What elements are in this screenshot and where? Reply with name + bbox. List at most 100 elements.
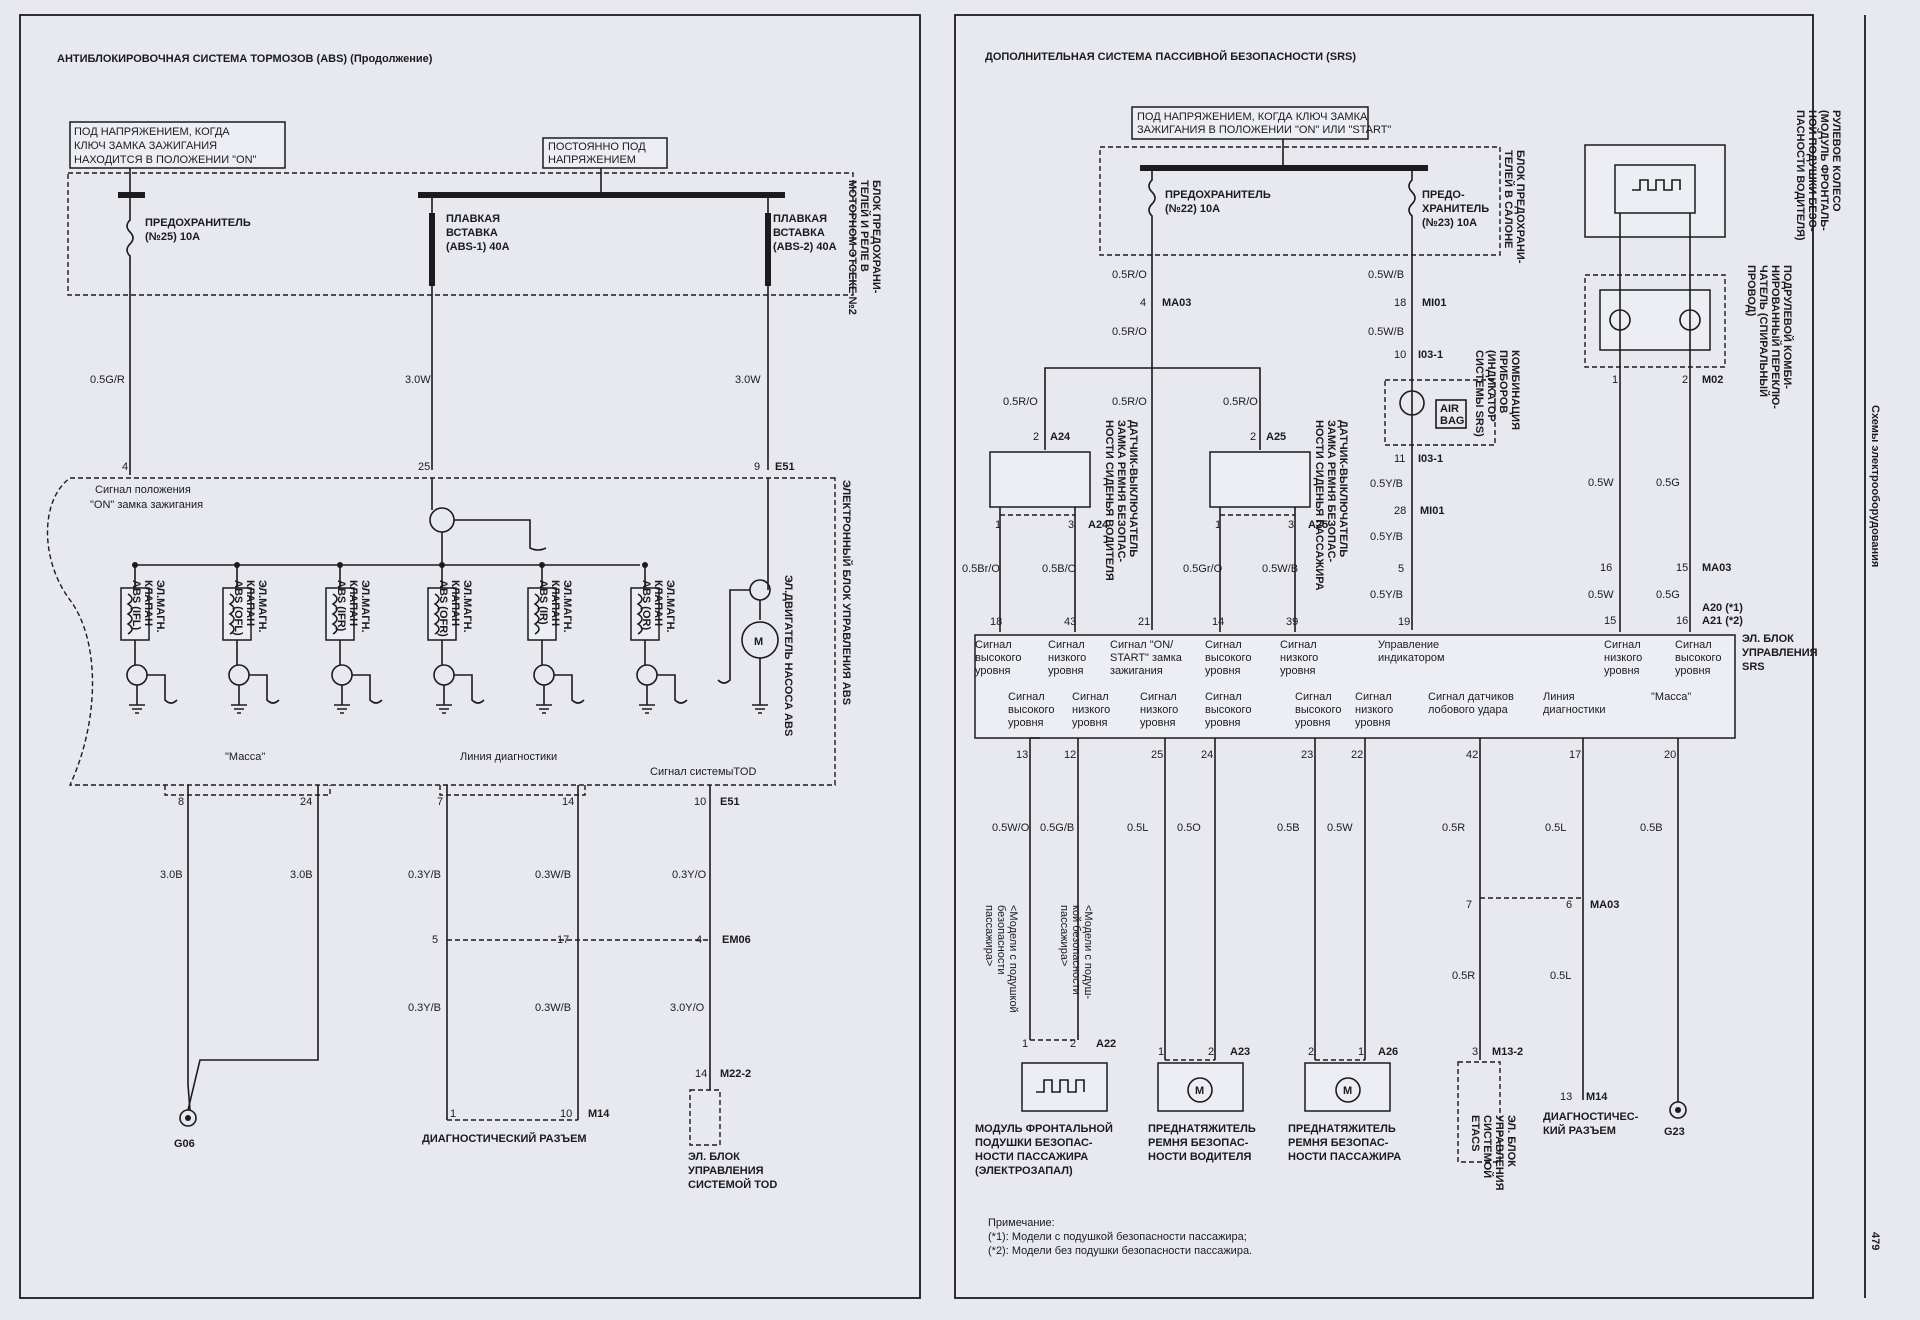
- conn-a20: A20 (*1): [1702, 602, 1743, 614]
- srs-top-signal-label: START" замка: [1110, 652, 1183, 664]
- conn-ma03-b: MA03: [1590, 899, 1619, 911]
- pin-39: 39: [1286, 616, 1298, 628]
- svg-text:БЛОК ПРЕДОХРАНИ-: БЛОК ПРЕДОХРАНИ-: [1514, 150, 1526, 264]
- wire-0.3wb-b: 0.3W/B: [535, 1002, 571, 1014]
- ma03-pin-15: 15: [1676, 562, 1688, 574]
- cl-pin-11: 11: [1394, 453, 1405, 465]
- srs-top-signal-label: уровня: [975, 665, 1011, 677]
- srs-bottom-signal-label: "Масса": [1651, 691, 1691, 703]
- ign-note-line-2: КЛЮЧ ЗАМКА ЗАЖИГАНИЯ: [74, 140, 217, 152]
- cluster-pin-10: 10: [1394, 349, 1406, 361]
- tod-signal-label: Сигнал системыTOD: [650, 766, 756, 778]
- srs-bottom-signal-label: высокого: [1008, 704, 1054, 716]
- srs-top-signal-label: Сигнал: [975, 639, 1012, 651]
- srs-bottom-signal-label: уровня: [1008, 717, 1044, 729]
- ma03-pin-16: 16: [1600, 562, 1612, 574]
- abs-ecu-boundary: [46, 477, 836, 786]
- valve-label: КЛАПАН: [347, 580, 359, 626]
- srs-top-signal-label: уровня: [1675, 665, 1711, 677]
- a24-conn: A24: [1050, 431, 1071, 443]
- srs-bottom-signal-label: Сигнал: [1008, 691, 1045, 703]
- wire-pin24: [187, 785, 319, 1111]
- pin-14r: 14: [1212, 616, 1224, 628]
- const-note-line-1: ПОСТОЯННО ПОД: [548, 141, 646, 153]
- section-title: Схемы электрооборудования: [1869, 405, 1881, 567]
- svg-text:ПРОВОД): ПРОВОД): [1745, 265, 1757, 317]
- ign-note-line-3: НАХОДИТСЯ В ПОЛОЖЕНИИ "ON": [74, 154, 257, 166]
- fuse22-label-1: ПРЕДОХРАНИТЕЛЬ: [1165, 189, 1271, 201]
- conn-e51-b: E51: [720, 796, 740, 808]
- srs-top-signal-label: уровня: [1048, 665, 1084, 677]
- srs-bottom-pin: 17: [1569, 749, 1581, 761]
- valve-label: ЭЛ.МАГН.: [359, 580, 371, 633]
- svg-text:(ИНДИКАТОР: (ИНДИКАТОР: [1485, 350, 1497, 422]
- pin-9: 9: [754, 461, 760, 473]
- wire-3.0b-b: 3.0B: [290, 869, 313, 881]
- fuse-25-label-2: (№25) 10A: [145, 231, 200, 243]
- pin-21: 21: [1138, 616, 1150, 628]
- pin-17: 17: [557, 934, 569, 946]
- svg-text:ПРИБОРОВ: ПРИБОРОВ: [1497, 350, 1509, 413]
- srs-bottom-signal-label: Сигнал: [1295, 691, 1332, 703]
- module-label-1: МОДУЛЬ ФРОНТАЛЬНОЙ: [975, 1122, 1113, 1135]
- svg-text:пассажира>: пассажира>: [983, 905, 995, 966]
- a25-pin-2: 2: [1250, 431, 1256, 443]
- g23-label: G23: [1664, 1126, 1685, 1138]
- pin-7r: 7: [1466, 899, 1472, 911]
- a24-wire-top: 0.5R/O: [1003, 396, 1038, 408]
- srs-pin-4: 4: [1140, 297, 1146, 309]
- pre-pas-label-3: НОСТИ ПАССАЖИРА: [1288, 1151, 1401, 1163]
- svg-text:ЗАМКА РЕМНЯ БЕЗОПАС-: ЗАМКА РЕМНЯ БЕЗОПАС-: [1115, 420, 1127, 563]
- conn-m14-r: M14: [1586, 1091, 1608, 1103]
- svg-text:НИРОВАННЫЙ ПЕРЕКЛЮ-: НИРОВАННЫЙ ПЕРЕКЛЮ-: [1769, 265, 1782, 409]
- steering-wheel-label: РУЛЕВОЕ КОЛЕСО (МОДУЛЬ ФРОНТАЛЬ- НОЙ ПОД…: [1794, 110, 1842, 241]
- pre-drv-label-2: РЕМНЯ БЕЗОПАС-: [1148, 1137, 1249, 1149]
- sw-wire-g2: 0.5G: [1656, 589, 1680, 601]
- g06-label: G06: [174, 1138, 195, 1150]
- srs-unit-2: УПРАВЛЕНИЯ: [1742, 647, 1818, 659]
- pump-motor: M: [717, 478, 779, 714]
- pin-43: 43: [1064, 616, 1076, 628]
- srs-bottom-pin: 13: [1016, 749, 1028, 761]
- svg-text:ЗАМКА РЕМНЯ БЕЗОПАС-: ЗАМКА РЕМНЯ БЕЗОПАС-: [1325, 420, 1337, 563]
- fuse-22: [1148, 168, 1156, 365]
- srs-unit-1: ЭЛ. БЛОК: [1742, 633, 1794, 645]
- svg-text:Схемы электрооборудования: Схемы электрооборудования: [1869, 405, 1881, 567]
- abs1-label-2: ВСТАВКА: [446, 227, 498, 239]
- srs-bottom-signal-label: диагностики: [1543, 704, 1606, 716]
- diag-connector: [439, 785, 586, 796]
- fuse23-label-2: ХРАНИТЕЛЬ: [1422, 203, 1489, 215]
- interior-fuse-block: [1099, 146, 1501, 256]
- fusible-link-abs1: ПЛАВКАЯ ВСТАВКА (ABS-1) 40A: [429, 195, 510, 470]
- wire-0.3yb-b: 0.3Y/B: [408, 1002, 441, 1014]
- note-title: Примечание:: [988, 1217, 1055, 1229]
- pin-7: 7: [437, 796, 443, 808]
- a24-wire-bo: 0.5B/O: [1042, 563, 1077, 575]
- belt-switch-driver: [989, 451, 1091, 508]
- srs-bottom-signal-label: высокого: [1205, 704, 1251, 716]
- svg-text:ДАТЧИК-ВЫКЛЮЧАТЕЛЬ: ДАТЧИК-ВЫКЛЮЧАТЕЛЬ: [1127, 420, 1139, 557]
- valve-label: ABS (IFR): [335, 580, 347, 632]
- srs-bottom-signal-label: лобового удара: [1428, 704, 1509, 716]
- ign-wire-mid: 0.5R/O: [1112, 396, 1147, 408]
- m22-pin: 14: [695, 1068, 707, 1080]
- cl-conn: I03-1: [1418, 453, 1443, 465]
- conn-m13: M13-2: [1492, 1046, 1523, 1058]
- conn-m02: M02: [1702, 374, 1723, 386]
- pre-drv-label-1: ПРЕДНАТЯЖИТЕЛЬ: [1148, 1123, 1256, 1135]
- srs-top-signal-label: индикатором: [1378, 652, 1445, 664]
- motor-symbol-2: M: [1343, 1085, 1352, 1097]
- srs-top-signal-label: низкого: [1048, 652, 1086, 664]
- srs-wire-2: 0.5R/O: [1112, 326, 1147, 338]
- abs2-label-2: ВСТАВКА: [773, 227, 825, 239]
- note-1: (*1): Модели с подушкой безопасности пас…: [988, 1231, 1247, 1243]
- valve-label: ABS (OR): [640, 580, 652, 630]
- srs-top-signal-label: высокого: [975, 652, 1021, 664]
- conn-a23: A23: [1230, 1046, 1250, 1058]
- srs-bottom-wire: 0.5L: [1545, 822, 1566, 834]
- svg-text:<Модели с подуш-: <Модели с подуш-: [1082, 905, 1094, 1000]
- m02-pin-2: 2: [1682, 374, 1688, 386]
- belt-switch-driver-label: ДАТЧИК-ВЫКЛЮЧАТЕЛЬ ЗАМКА РЕМНЯ БЕЗОПАС- …: [1103, 420, 1139, 581]
